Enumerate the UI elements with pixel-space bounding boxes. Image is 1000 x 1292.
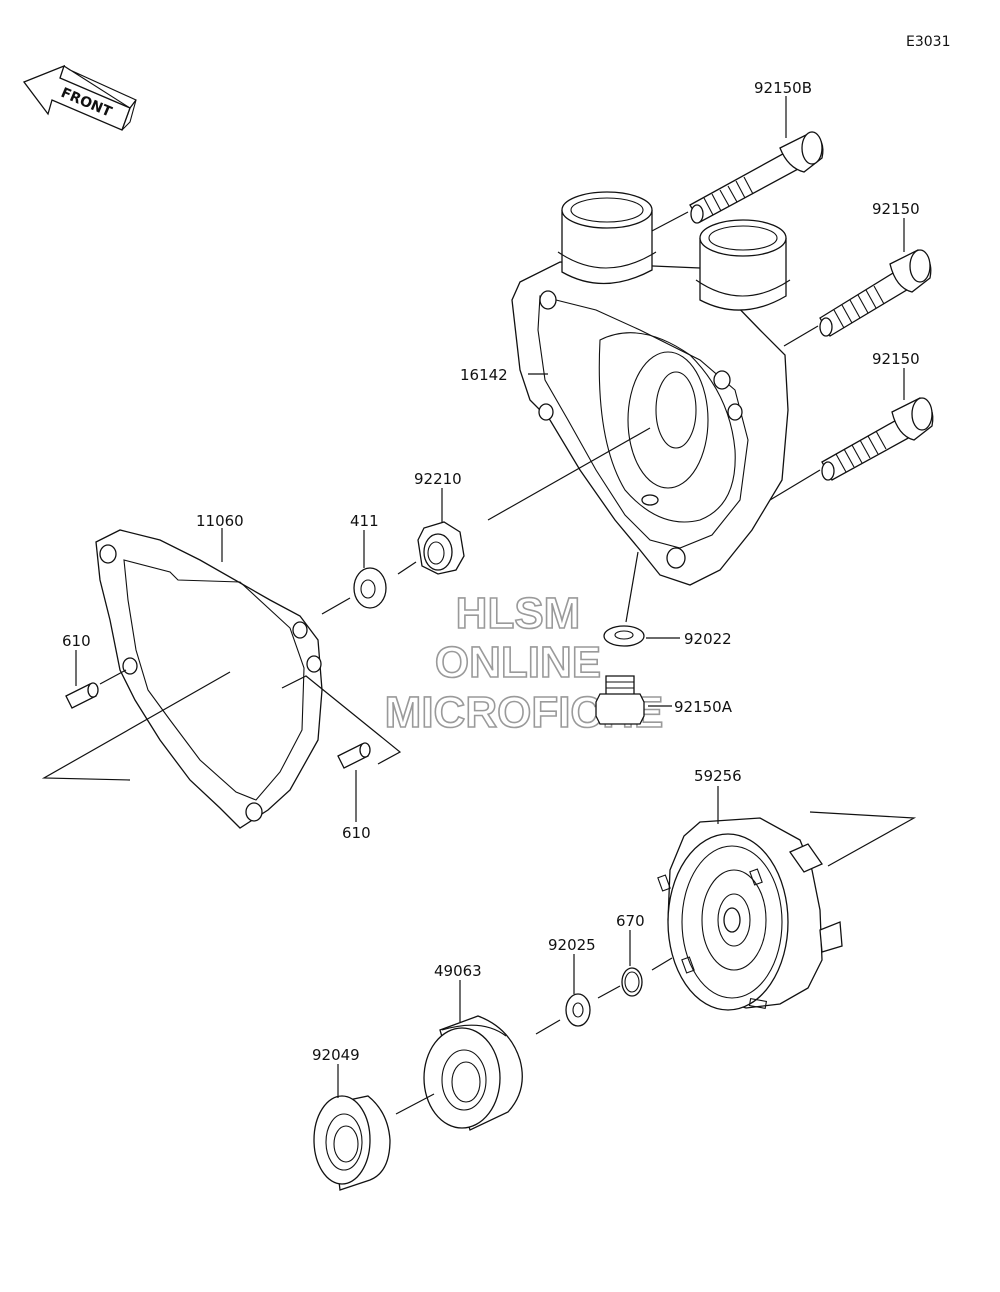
dowel-pin-610-right [337, 742, 371, 822]
label-670[interactable]: 670 [616, 912, 645, 930]
label-92150-low[interactable]: 92150 [872, 350, 920, 368]
label-610-right[interactable]: 610 [342, 824, 371, 842]
drain-bolt-92150a [595, 675, 672, 725]
washer-411 [353, 530, 387, 609]
diagram-code: E3031 [906, 34, 950, 50]
pump-body-59256 [657, 786, 843, 1011]
label-92049[interactable]: 92049 [312, 1046, 360, 1064]
front-arrow-icon: FRONT [22, 64, 137, 131]
label-59256[interactable]: 59256 [694, 767, 742, 785]
svg-text:ONLINE: ONLINE [435, 638, 601, 687]
label-11060[interactable]: 11060 [196, 512, 244, 530]
bolt-92150-mid [819, 218, 932, 337]
bolt-92150b [689, 96, 824, 224]
washer-92022 [603, 625, 680, 647]
nut-92210 [417, 488, 465, 575]
label-16142[interactable]: 16142 [460, 366, 508, 384]
svg-text:HLSM: HLSM [456, 589, 581, 638]
oil-seal-92049 [313, 1064, 391, 1191]
pump-cover-16142 [511, 191, 791, 586]
label-610-left[interactable]: 610 [62, 632, 91, 650]
dowel-pin-610-left [65, 650, 99, 709]
label-92025[interactable]: 92025 [548, 936, 596, 954]
mechanical-seal-49063 [423, 980, 523, 1131]
o-ring-670 [621, 930, 643, 997]
washer-92025 [565, 954, 591, 1027]
label-49063[interactable]: 49063 [434, 962, 482, 980]
label-92022[interactable]: 92022 [684, 630, 732, 648]
label-92150b[interactable]: 92150B [754, 79, 812, 97]
label-92150a[interactable]: 92150A [674, 698, 733, 716]
label-92210[interactable]: 92210 [414, 470, 462, 488]
bolt-92150-low [821, 368, 934, 481]
label-92150-mid[interactable]: 92150 [872, 200, 920, 218]
label-411[interactable]: 411 [350, 512, 379, 530]
gasket-11060 [95, 528, 323, 829]
